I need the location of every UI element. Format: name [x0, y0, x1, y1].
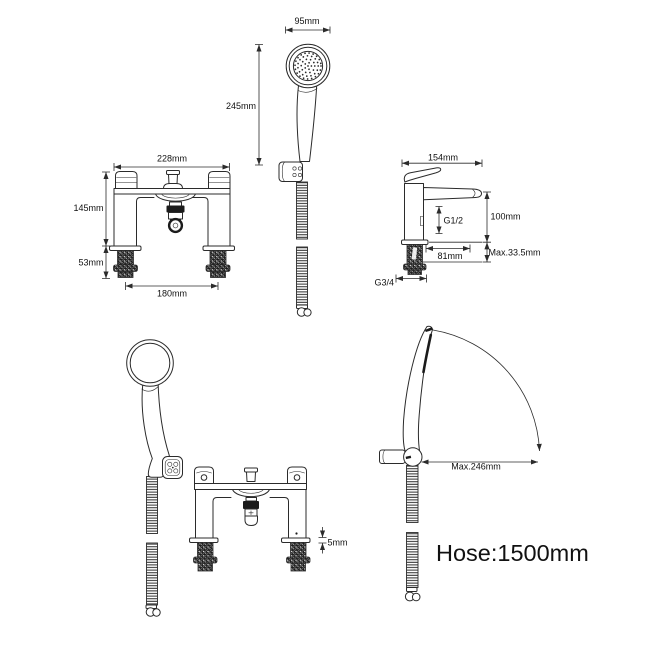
dim-label-100mm: 100mm — [491, 212, 521, 222]
mixer-side-view: 154mm G1/2 100mm 81mm — [375, 153, 541, 288]
dim-label-81mm: 81mm — [437, 251, 462, 261]
spray-nozzle-dots — [294, 52, 322, 80]
dim-overall-width: 228mm — [113, 154, 230, 171]
mixer-back-body — [189, 466, 311, 572]
dim-label-245mm: 245mm — [226, 101, 256, 111]
mixer-front-view: 228mm 145mm 53mm 180mm — [73, 154, 235, 299]
dim-body-height: 145mm 53mm — [73, 171, 110, 279]
handset-grip-back — [141, 380, 170, 478]
dim-label-max335: Max.33.5mm — [489, 248, 541, 258]
dim-swivel-radius: Max.246mm — [421, 459, 539, 472]
dim-label-154mm: 154mm — [428, 153, 458, 163]
extension-lines — [423, 241, 483, 263]
swivel-arc — [432, 329, 542, 452]
dim-label-g34: G3/4 — [375, 278, 395, 288]
dim-spout-reach: 81mm — [425, 244, 471, 261]
handshower-front-view: 95mm 245mm — [226, 16, 331, 317]
hose-connector-front — [167, 217, 184, 234]
dim-label-95mm: 95mm — [294, 16, 319, 26]
dim-label-53mm: 53mm — [78, 258, 103, 268]
dim-inlet-centres: 180mm — [125, 282, 219, 299]
dim-label-180mm: 180mm — [157, 289, 187, 299]
handset-grip — [296, 83, 318, 162]
dim-deck-gap: 5mm — [318, 527, 348, 554]
dim-label-max246: Max.246mm — [451, 462, 501, 472]
ref-dot — [295, 532, 298, 535]
mixer-back-view: 5mm — [126, 339, 348, 617]
dim-label-5mm: 5mm — [328, 538, 348, 548]
threaded-tails-front — [113, 250, 231, 278]
wall-bracket-back — [162, 456, 183, 479]
mixer-side-body — [401, 167, 482, 275]
dim-inlet-thread: G1/2 — [435, 206, 464, 234]
wand-spray-edge — [422, 333, 433, 374]
dim-label-g12: G1/2 — [444, 216, 464, 226]
dim-spout-height: 100mm — [483, 191, 521, 243]
dim-overall-depth: 154mm — [401, 153, 483, 167]
dim-overall-height: 245mm — [226, 44, 263, 166]
handset-head — [285, 43, 331, 93]
wall-bracket — [278, 161, 303, 182]
handset-swivel-view: Max.246mm — [379, 325, 542, 602]
hose-length-note: Hose:1500mm — [436, 540, 589, 566]
dim-tail-thread: G3/4 — [375, 274, 427, 288]
threaded-tails-back — [193, 542, 311, 572]
dim-label-145mm: 145mm — [73, 203, 103, 213]
handset-assembly — [126, 339, 183, 617]
handset-head-back — [126, 339, 174, 387]
dim-head-width: 95mm — [285, 16, 331, 34]
mixer-front-body — [109, 170, 235, 278]
hose-upper-run — [296, 181, 312, 317]
swivel-ball — [403, 447, 423, 467]
dim-label-228mm: 228mm — [157, 154, 187, 164]
dim-deck-max: Max.33.5mm — [483, 242, 541, 263]
wall-mount-side — [379, 449, 406, 464]
